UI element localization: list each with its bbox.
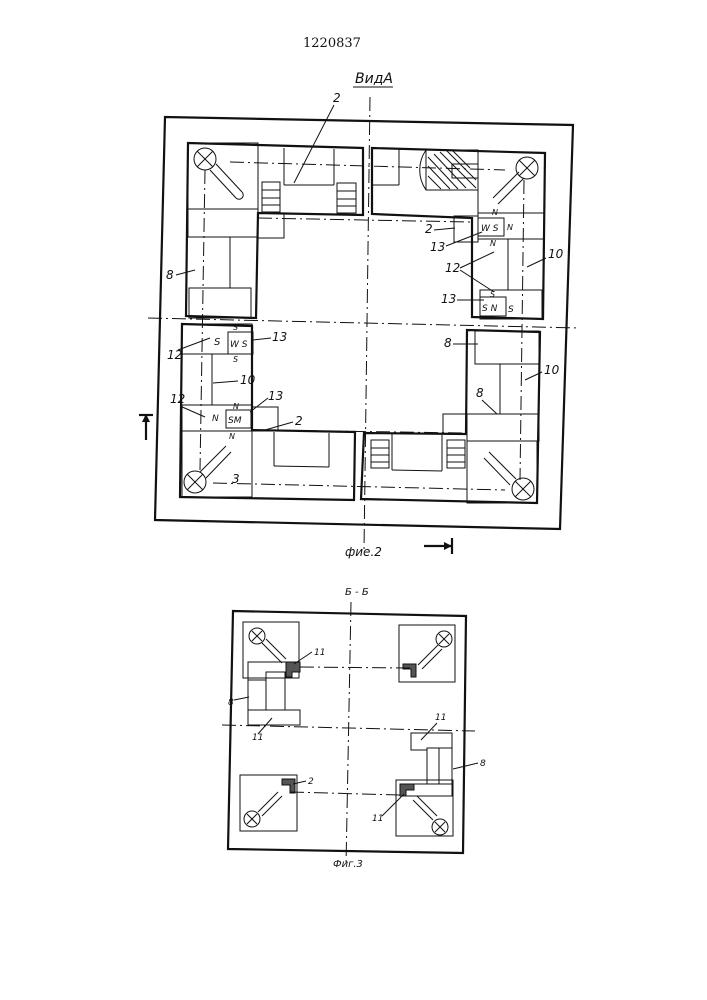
fig3-left-u-part	[248, 662, 300, 725]
fig2-inner-top	[258, 218, 470, 222]
fig2-link-right	[520, 180, 524, 480]
fig2-quadrant-top-left	[186, 143, 363, 318]
magnet-text-s-left-top: S	[233, 323, 238, 332]
fig3-label-8-left: 8	[228, 698, 234, 708]
fig3-hatch-top-right	[403, 664, 416, 677]
magnet-text-n-side: N	[507, 223, 513, 232]
label-13-left-upper: 13	[272, 330, 287, 344]
label-12-mid: 12	[445, 261, 460, 275]
label-13-mid-upper: 13	[430, 240, 445, 254]
label-10-left: 10	[240, 373, 256, 387]
magnet-text-sm: SM	[228, 416, 242, 426]
fig3-link-bottom	[290, 792, 400, 795]
section-arrow-left	[139, 414, 153, 440]
fig2-quadrant-bottom-right	[361, 330, 540, 503]
section-arrow-bottom	[424, 538, 452, 554]
fig3-vertical-axis	[346, 602, 351, 866]
magnet-text-n-left-bottom: N	[229, 432, 235, 441]
fig3-label-11-left: 11	[252, 733, 263, 743]
magnet-text-n-upper: N	[492, 208, 498, 217]
patent-number: 1220837	[303, 36, 361, 51]
label-12-left-upper: 12	[167, 348, 182, 362]
fig3-caption: Фиг.3	[333, 859, 363, 870]
label-3-bottom: 3	[232, 472, 240, 486]
fig3-section-label: Б - Б	[345, 587, 369, 598]
label-2-mid: 2	[425, 222, 433, 236]
fig3-label-8-right: 8	[480, 759, 486, 769]
view-title: ВидА	[355, 71, 393, 87]
fig3-label-11-top: 11	[314, 648, 325, 658]
fig2-link-top	[230, 162, 505, 170]
label-10-right-top: 10	[548, 247, 564, 261]
magnet-text-sn: S N	[482, 304, 498, 314]
magnet-text-n-left-top: N	[233, 402, 239, 411]
label-12-left-lower: 12	[170, 392, 185, 406]
magnet-text-s-left-bottom: S	[233, 355, 238, 364]
fig3-label-2-bottom: 2	[308, 777, 314, 787]
label-13-left-lower: 13	[268, 389, 283, 403]
magnet-text-n-lower: N	[490, 239, 496, 248]
label-2-bottom: 2	[295, 414, 303, 428]
fig2-hatched-section	[420, 150, 478, 190]
fig3-hatch-bottom-left	[282, 779, 295, 793]
fig2-caption: фие.2	[345, 545, 382, 559]
fig3-link-top	[300, 667, 410, 668]
fig3-label-11-bottom: 11	[372, 814, 383, 824]
magnet-text-s-side: S	[508, 305, 514, 315]
fig3-block-top-right	[399, 625, 455, 682]
label-8-right-upper: 8	[444, 336, 452, 350]
magnet-text-n-left-side: N	[212, 414, 219, 424]
magnet-text-ws-upper: W S	[481, 224, 499, 234]
fig2-link-bottom	[213, 483, 505, 490]
fig3-label-11-right-upper: 11	[435, 713, 446, 723]
figure-3: Б - Б	[222, 587, 486, 870]
label-8-right-lower: 8	[476, 386, 484, 400]
label-10-right-mid: 10	[544, 363, 560, 377]
label-8-left: 8	[166, 268, 174, 282]
fig2-link-left	[200, 170, 205, 470]
fig2-quadrant-top-right: W S N N N S N S S	[372, 148, 545, 319]
fig3-right-u-part	[400, 733, 452, 796]
magnet-text-ws-left: W S	[230, 340, 248, 350]
fig2-quadrant-bottom-left: W S S S S SM N N N	[180, 323, 355, 500]
label-13-mid-lower: 13	[441, 292, 456, 306]
magnet-text-s-left-side: S	[214, 337, 221, 348]
label-2-top: 2	[333, 91, 341, 105]
figure-2: W S N N N S N S S W S S S S	[139, 91, 580, 559]
